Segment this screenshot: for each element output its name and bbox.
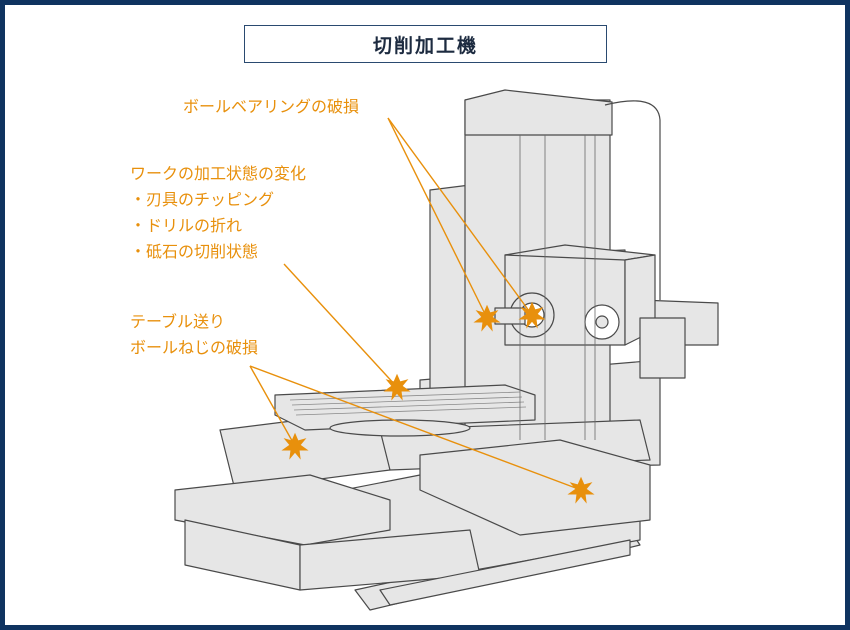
leader-work <box>283 263 398 388</box>
column-side <box>429 184 471 421</box>
leader-bearing-1 <box>387 117 488 319</box>
label-bearing-damage: ボールベアリングの破損 <box>183 97 360 116</box>
label-ballscrew-damage: ボールねじの破損 <box>130 338 259 357</box>
label-work-item: ・ドリルの折れ <box>130 216 243 235</box>
label-work-item: ・砥石の切削状態 <box>130 242 259 261</box>
damage-burst-bearing-a <box>473 304 501 332</box>
control-panel <box>639 317 686 379</box>
right-way <box>419 439 651 536</box>
guide-rail <box>379 539 631 606</box>
leader-bearing-2 <box>387 117 533 316</box>
spindle-shaft <box>494 307 526 325</box>
table-turntable <box>329 419 471 437</box>
label-table-feed: テーブル送り <box>130 312 226 331</box>
handwheel-hub <box>595 315 609 329</box>
diagram-title: 切削加工機 <box>244 25 607 63</box>
damage-burst-ballscrew <box>567 476 595 504</box>
leader-ballscrew-1 <box>249 365 296 447</box>
cable-hose <box>604 100 661 300</box>
leader-ballscrew-2 <box>249 365 582 491</box>
label-work-heading: ワークの加工状態の変化 <box>130 164 307 183</box>
damage-burst-bearing-b <box>518 301 546 329</box>
front-bed <box>174 474 391 546</box>
rotary-table <box>274 384 536 431</box>
damage-burst-table <box>281 432 309 460</box>
damage-burst-work <box>383 373 411 401</box>
column-cap <box>464 89 613 136</box>
label-work-item: ・刃具のチッピング <box>130 190 275 209</box>
